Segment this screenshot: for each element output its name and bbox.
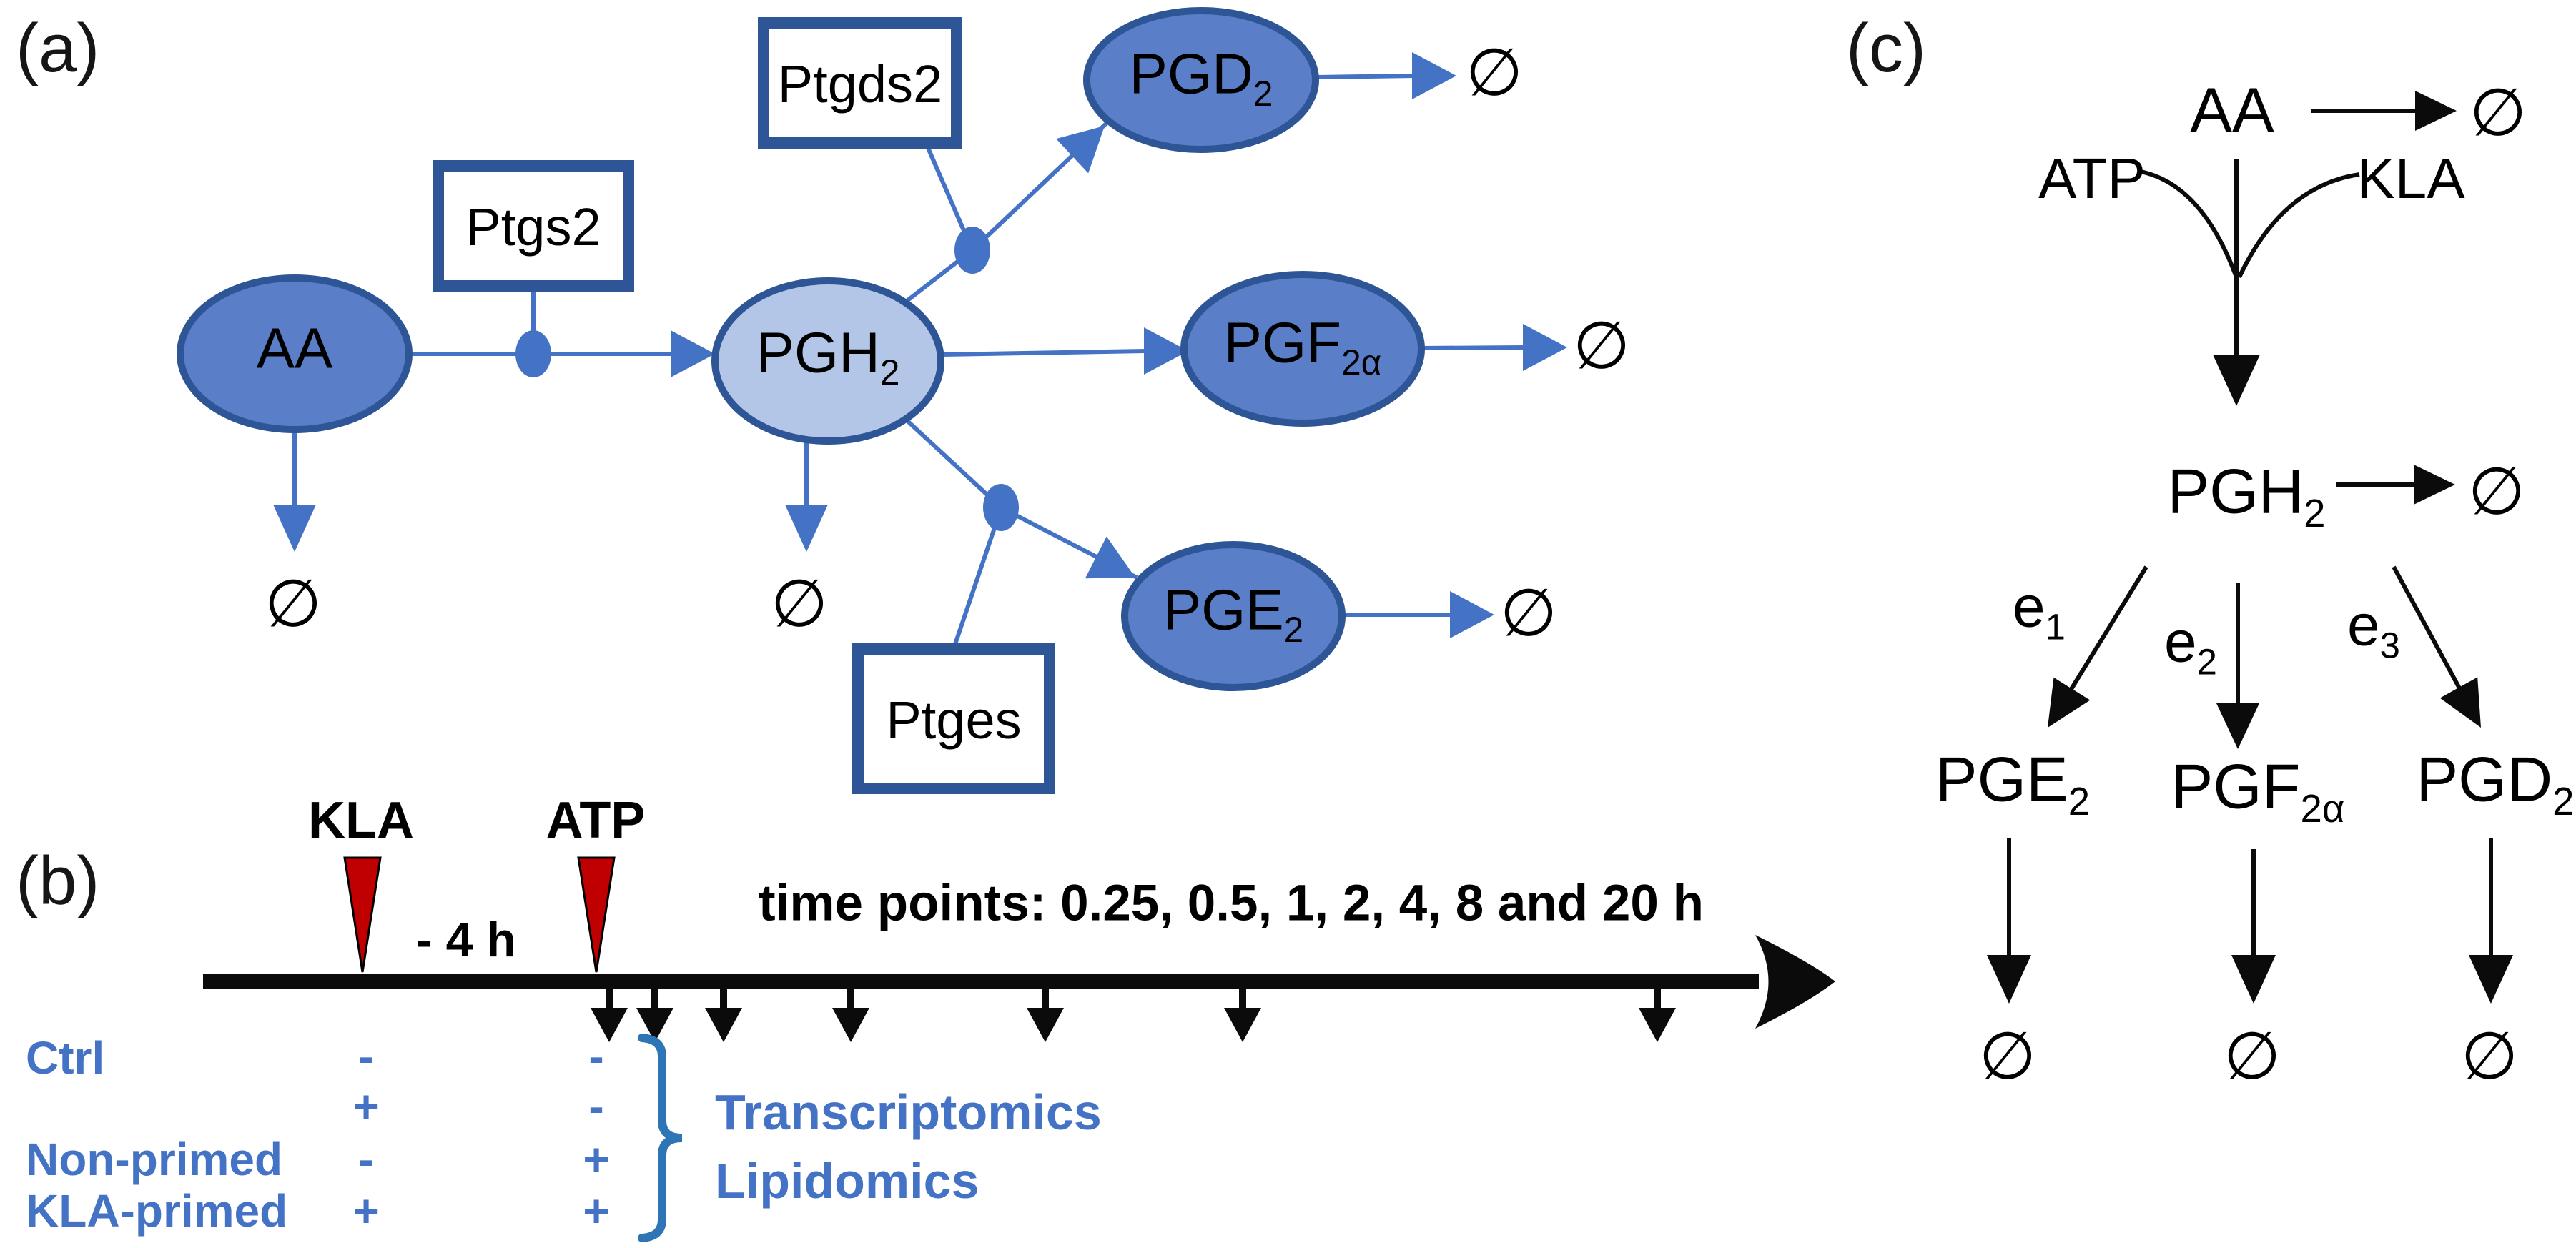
atp-stimulus-label: ATP: [546, 792, 646, 849]
kla-stimulus-label: KLA: [308, 792, 414, 849]
edge-pgh2-to-pgf2a: [942, 349, 1146, 357]
priming-offset-label: - 4 h: [416, 913, 516, 967]
panel-a-label: (a): [16, 10, 100, 86]
edge-pgd2-to-empty: [1316, 74, 1415, 79]
empty-set-aa: ∅: [264, 568, 322, 640]
c-node-pgh2-label: PGH2: [2167, 455, 2326, 535]
c-kla-cofactor-label: KLA: [2357, 147, 2465, 210]
sign-kla-only-kla: +: [352, 1081, 380, 1132]
sign-ctrl-kla: -: [358, 1031, 374, 1082]
panel-c-label: (c): [1846, 10, 1926, 86]
empty-set-pgf2a: ∅: [1572, 309, 1631, 382]
c-rate-e3-label: e3: [2347, 593, 2400, 666]
c-arrowhead-pgf2a-empty: [2231, 955, 2276, 1004]
timeline-bar: [203, 974, 1759, 989]
empty-set-pgh2: ∅: [770, 568, 829, 640]
c-edge-e1: [2061, 565, 2148, 703]
timepoints-label: time points: 0.25, 0.5, 1, 2, 4, 8 and 2…: [759, 875, 1704, 932]
c-node-aa-label: AA: [2190, 74, 2274, 146]
c-arrowhead-pgd2-empty: [2469, 955, 2513, 1004]
enzyme-ptgs2-label: Ptgs2: [465, 197, 601, 257]
arrowhead-aa-to-pgh2: [671, 330, 715, 377]
node-pge2-label: PGE2: [1163, 578, 1304, 650]
sign-kla-only-atp: -: [588, 1081, 604, 1132]
timepoint-arrows: [591, 989, 1676, 1042]
node-pgd2: [1083, 7, 1319, 153]
enzyme-box-ptgs2: [433, 160, 634, 292]
c-arrowhead-pgh2-empty: [2414, 465, 2455, 505]
c-empty-set-pgf2a: ∅: [2223, 1020, 2281, 1093]
node-aa: [177, 274, 413, 433]
condition-kla-primed-label: KLA-primed: [26, 1185, 288, 1237]
c-arrowhead-e1: [2048, 677, 2091, 728]
node-aa-label: AA: [256, 316, 333, 380]
c-rate-e1-label: e1: [2013, 574, 2066, 648]
kla-trigger-marker: [343, 856, 382, 973]
conditions-brace: [638, 1034, 683, 1242]
arrowhead-pgf2a-empty: [1523, 324, 1567, 371]
c-empty-set-aa: ∅: [2469, 76, 2527, 149]
c-node-pgf2a-label: PGF2α: [2171, 751, 2345, 831]
node-pgf2a: [1180, 271, 1425, 427]
c-arrowhead-e2: [2216, 703, 2259, 749]
arrowhead-to-pgf2a: [1144, 327, 1188, 375]
panel-b-label: (b): [16, 843, 100, 919]
c-empty-set-pgd2: ∅: [2460, 1020, 2519, 1093]
c-arrowhead-e3: [2439, 677, 2481, 728]
sign-non-primed-atp: +: [583, 1134, 610, 1185]
c-rate-e2-label: e2: [2164, 609, 2217, 683]
assay-transcriptomics-label: Transcriptomics: [715, 1084, 1102, 1140]
arrowhead-pgh2-degradation: [785, 505, 828, 552]
sign-non-primed-kla: -: [358, 1134, 374, 1185]
c-empty-set-pge2: ∅: [1978, 1020, 2037, 1093]
sign-kla-primed-kla: +: [352, 1185, 380, 1237]
arrowhead-to-pge2: [1085, 536, 1135, 579]
empty-set-pge2: ∅: [1499, 577, 1558, 650]
enzyme-ptges-label: Ptges: [886, 690, 1022, 750]
enzyme-box-ptgds2: [758, 17, 962, 149]
arrowhead-pgd2-empty: [1412, 52, 1456, 99]
condition-non-primed-label: Non-primed: [26, 1134, 283, 1185]
c-edge-e3: [2392, 565, 2470, 705]
edge-ptges-to-dot: [952, 508, 1003, 649]
node-pgh2-label: PGH2: [756, 320, 900, 392]
c-node-pge2-label: PGE2: [1935, 743, 2091, 823]
edge-pgf2a-to-empty: [1421, 345, 1525, 350]
c-empty-set-pgh2: ∅: [2467, 455, 2526, 528]
c-node-pgd2-label: PGD2: [2416, 743, 2575, 823]
c-atp-cofactor-label: ATP: [2038, 147, 2146, 210]
empty-set-pgd2: ∅: [1465, 36, 1524, 109]
arrowhead-pge2-empty: [1450, 591, 1494, 638]
node-pgf2a-label: PGF2α: [1223, 310, 1382, 382]
edge-pgh2-to-dot-pge2: [902, 416, 1003, 510]
enzyme-box-ptges: [852, 643, 1055, 794]
c-kla-cofactor-curve: [2237, 172, 2360, 279]
catalysis-dot-ptgds2: [954, 227, 990, 274]
c-arrowhead-aa-empty: [2415, 91, 2457, 131]
condition-ctrl-label: Ctrl: [26, 1032, 105, 1084]
atp-trigger-marker: [577, 856, 616, 973]
node-pgd2-label: PGD2: [1129, 41, 1273, 114]
sign-kla-primed-atp: +: [583, 1185, 610, 1237]
node-pge2: [1121, 541, 1346, 691]
timeline-arrowhead: [1755, 935, 1835, 1029]
catalysis-dot-ptgs2: [515, 330, 551, 377]
sign-ctrl-atp: -: [588, 1031, 604, 1082]
c-atp-cofactor-curve: [2140, 169, 2239, 279]
c-arrowhead-aa-pgh2: [2213, 355, 2260, 406]
arrowhead-aa-degradation: [273, 505, 316, 552]
c-arrowhead-pge2-empty: [1987, 955, 2031, 1004]
assay-lipidomics-label: Lipidomics: [715, 1153, 979, 1209]
arrowhead-to-pgd2: [1056, 126, 1105, 174]
catalysis-dot-ptges: [983, 484, 1019, 531]
node-pgh2: [711, 277, 944, 445]
enzyme-ptgds2-label: Ptgds2: [777, 54, 943, 114]
